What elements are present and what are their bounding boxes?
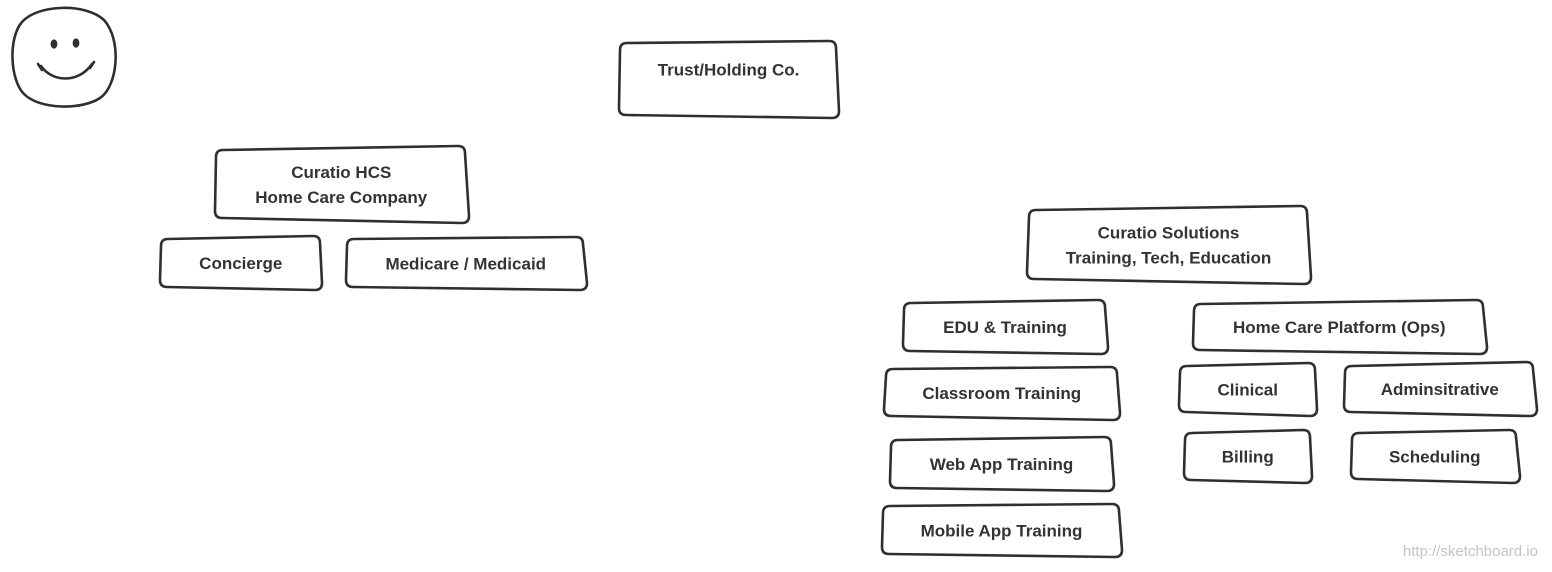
node-curatio-hcs: Curatio HCS Home Care Company — [213, 144, 471, 225]
node-home-care-platform: Home Care Platform (Ops) — [1191, 298, 1489, 356]
node-medicare: Medicare / Medicaid — [344, 235, 589, 292]
node-label: Billing — [1222, 448, 1274, 467]
node-trust: Trust/Holding Co. — [617, 39, 841, 120]
node-label: Mobile App Training — [921, 521, 1083, 540]
node-label: Curatio Solutions — [1098, 223, 1240, 242]
node-box — [213, 144, 471, 225]
node-concierge: Concierge — [158, 234, 324, 292]
node-label: Home Care Platform (Ops) — [1233, 318, 1446, 337]
node-scheduling: Scheduling — [1349, 428, 1522, 485]
node-box — [1177, 361, 1319, 418]
node-label: Clinical — [1218, 380, 1278, 399]
node-label: Curatio HCS — [291, 163, 391, 182]
node-box — [1182, 428, 1314, 485]
node-box — [1349, 428, 1522, 485]
node-label: Concierge — [199, 254, 282, 273]
node-label: Scheduling — [1389, 447, 1481, 466]
smiley-face-icon — [11, 6, 117, 108]
node-box — [158, 234, 324, 292]
node-clinical: Clinical — [1177, 361, 1319, 418]
node-label: Adminsitrative — [1381, 380, 1499, 399]
node-label: Classroom Training — [922, 384, 1081, 403]
node-mobile-app: Mobile App Training — [880, 502, 1124, 559]
node-label: Web App Training — [930, 455, 1074, 474]
node-web-app: Web App Training — [888, 435, 1116, 493]
node-box — [882, 365, 1122, 422]
node-box — [344, 235, 589, 292]
node-box — [617, 39, 841, 120]
node-administrative: Adminsitrative — [1342, 360, 1539, 418]
node-edu-training: EDU & Training — [901, 298, 1110, 356]
node-box — [1025, 204, 1313, 286]
node-label: EDU & Training — [943, 318, 1067, 337]
node-label: Training, Tech, Education — [1066, 248, 1272, 267]
node-box — [901, 298, 1110, 356]
node-box — [1191, 298, 1489, 356]
node-billing: Billing — [1182, 428, 1314, 485]
node-label: Medicare / Medicaid — [385, 254, 546, 273]
node-box — [1342, 360, 1539, 418]
node-box — [888, 435, 1116, 493]
node-label: Home Care Company — [255, 188, 427, 207]
node-box — [880, 502, 1124, 559]
watermark-text: http://sketchboard.io — [1402, 543, 1538, 560]
node-classroom: Classroom Training — [882, 365, 1122, 422]
node-label: Trust/Holding Co. — [658, 60, 800, 79]
